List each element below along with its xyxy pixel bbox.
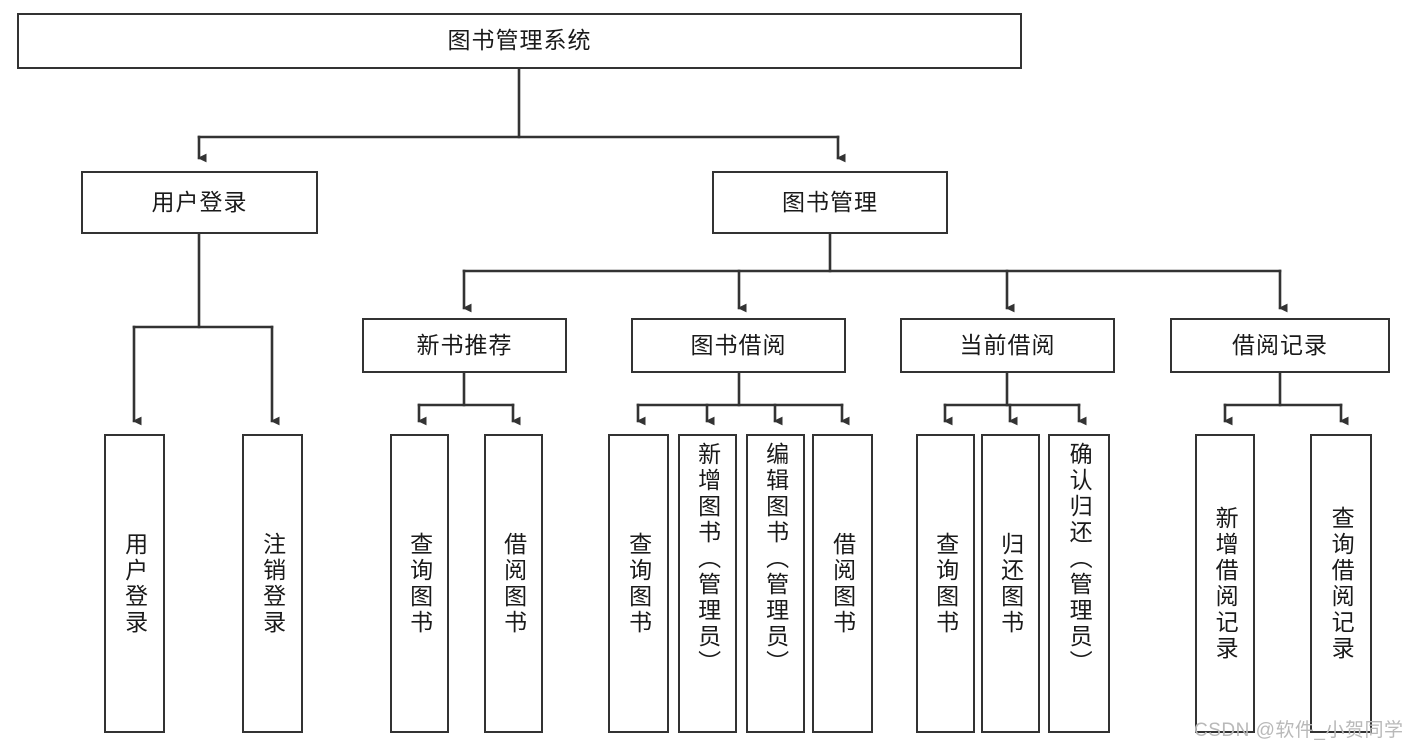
node-book-management[interactable]: 图书管理 — [712, 171, 948, 234]
node-label: 图书借阅 — [690, 331, 787, 358]
node-label: 查询图书 — [932, 531, 959, 636]
node-borrow-record[interactable]: 借阅记录 — [1170, 318, 1390, 373]
node-label: 归还图书 — [997, 531, 1024, 636]
node-label: 新增图书（管理员） — [694, 442, 721, 676]
leaf-book-borrow-edit-book-admin[interactable]: 编辑图书（管理员） — [746, 434, 805, 733]
leaf-current-borrow-confirm-return-admin[interactable]: 确认归还（管理员） — [1048, 434, 1110, 733]
node-user-login[interactable]: 用户登录 — [81, 171, 318, 234]
node-label: 借阅记录 — [1232, 331, 1328, 358]
node-label: 确认归还（管理员） — [1066, 442, 1093, 676]
leaf-user-login-login[interactable]: 用户登录 — [104, 434, 165, 733]
node-label: 查询图书 — [625, 531, 652, 636]
node-label: 借阅图书 — [829, 531, 856, 636]
leaf-book-borrow-borrow-book[interactable]: 借阅图书 — [812, 434, 873, 733]
leaf-current-borrow-query-book[interactable]: 查询图书 — [916, 434, 975, 733]
node-new-book-recommend[interactable]: 新书推荐 — [362, 318, 567, 373]
node-label: 编辑图书（管理员） — [762, 442, 789, 676]
leaf-current-borrow-return-book[interactable]: 归还图书 — [981, 434, 1040, 733]
node-label: 注销登录 — [259, 531, 286, 636]
leaf-new-book-borrow-book[interactable]: 借阅图书 — [484, 434, 543, 733]
leaf-borrow-record-query-record[interactable]: 查询借阅记录 — [1310, 434, 1372, 733]
leaf-book-borrow-query-book[interactable]: 查询图书 — [608, 434, 669, 733]
node-label: 查询图书 — [406, 531, 433, 636]
leaf-borrow-record-add-record[interactable]: 新增借阅记录 — [1195, 434, 1255, 733]
leaf-new-book-query-book[interactable]: 查询图书 — [390, 434, 449, 733]
node-label: 新增借阅记录 — [1212, 505, 1239, 662]
node-root-book-management-system[interactable]: 图书管理系统 — [17, 13, 1022, 69]
node-label: 借阅图书 — [500, 531, 527, 636]
node-book-borrow[interactable]: 图书借阅 — [631, 318, 846, 373]
node-label: 新书推荐 — [416, 331, 513, 358]
leaf-book-borrow-add-book-admin[interactable]: 新增图书（管理员） — [678, 434, 737, 733]
node-label: 当前借阅 — [959, 331, 1056, 358]
node-current-borrow[interactable]: 当前借阅 — [900, 318, 1115, 373]
node-label: 图书管理系统 — [447, 27, 592, 54]
leaf-user-login-logout[interactable]: 注销登录 — [242, 434, 303, 733]
csdn-watermark: CSDN @软件_小贺同学 — [1194, 720, 1404, 741]
node-label: 用户登录 — [151, 188, 248, 215]
node-label: 用户登录 — [121, 531, 148, 636]
node-label: 查询借阅记录 — [1328, 505, 1355, 662]
node-label: 图书管理 — [782, 188, 878, 215]
